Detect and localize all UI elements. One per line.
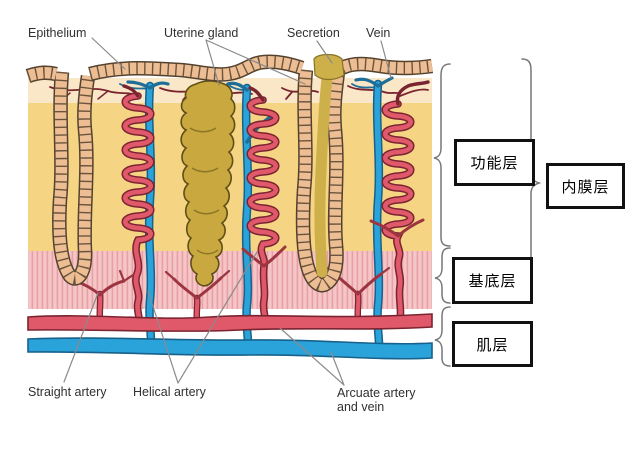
pointer-lines (63, 37, 392, 386)
label-arcuate-line1: Arcuate artery (337, 386, 416, 400)
helical-artery-pointer-lines (147, 251, 258, 384)
secretion-stream (314, 56, 335, 278)
uterine-gland-pointer-lines (205, 39, 306, 86)
brace-muscular (434, 306, 451, 367)
label-arcuate-line2: and vein (337, 400, 385, 414)
helical-artery-2 (246, 86, 280, 325)
helical-artery-1 (121, 84, 155, 326)
uterine-gland-left (52, 71, 96, 286)
brace-basal (434, 247, 451, 304)
epithelium-layer (25, 54, 434, 83)
layer-box-muscular: 肌层 (452, 321, 533, 367)
straight-artery-pointer-line (63, 292, 99, 383)
arcuate-pointer-lines (279, 327, 345, 386)
layer-box-functional: 功能层 (454, 139, 535, 186)
helical-artery-3 (369, 80, 430, 324)
arcuate-vein (27, 337, 433, 360)
uterine-gland-olive (180, 80, 236, 287)
vein-pointer-line (380, 40, 392, 79)
label-uterine-gland: Uterine gland (164, 26, 239, 40)
secretion-spill (313, 53, 345, 81)
layer-box-basal: 基底层 (452, 257, 533, 304)
label-epithelium: Epithelium (28, 26, 87, 40)
helical-arteries (121, 80, 430, 326)
label-straight-artery: Straight artery (28, 385, 107, 399)
layer-box-endometrium: 内膜层 (546, 163, 625, 209)
uterine-gland-center (295, 56, 346, 293)
label-helical-artery: Helical artery (133, 385, 206, 399)
label-arcuate-artery-and-vein: Arcuate artery and vein (337, 386, 416, 414)
label-secretion: Secretion (287, 26, 340, 40)
label-vein: Vein (366, 26, 391, 40)
epithelium-pointer-line (91, 37, 126, 70)
brace-functional (433, 63, 451, 247)
braces (433, 58, 542, 367)
arcuate-artery (27, 313, 433, 332)
secretion-pointer-line (316, 40, 333, 64)
